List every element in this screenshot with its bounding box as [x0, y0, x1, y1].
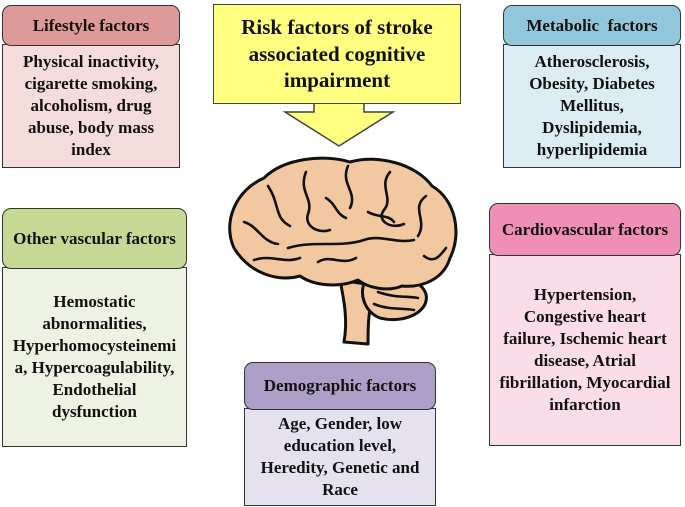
lifestyle-factors-list: Physical inactivity, cigarette smoking, …: [23, 51, 159, 160]
other-vascular-factors-box: Hemostatic abnormalities, Hyperhomocyste…: [2, 267, 187, 447]
cardiovascular-factors-title: Cardiovascular factors: [501, 219, 669, 239]
other-vascular-factors-title: Other vascular factors: [13, 228, 176, 248]
metabolic-factors-title: Metabolic factors: [526, 15, 658, 35]
lifestyle-factors-header: Lifestyle factors: [2, 5, 180, 46]
diagram-title: Risk factors of stroke associated cognit…: [213, 4, 461, 104]
cardiovascular-factors-header: Cardiovascular factors: [489, 203, 681, 256]
cardiovascular-factors-box: Hypertension, Congestive heart failure, …: [489, 254, 681, 446]
metabolic-factors-list: Atherosclerosis, Obesity, Diabetes Melli…: [529, 51, 655, 160]
cardiovascular-factors-list: Hypertension, Congestive heart failure, …: [499, 284, 671, 415]
demographic-factors-list: Age, Gender, low education level, Heredi…: [260, 413, 420, 500]
other-vascular-factors-header: Other vascular factors: [2, 208, 187, 269]
lifestyle-factors-box: Physical inactivity, cigarette smoking, …: [2, 44, 180, 168]
metabolic-factors-box: Atherosclerosis, Obesity, Diabetes Melli…: [503, 44, 681, 168]
demographic-factors-box: Age, Gender, low education level, Heredi…: [244, 408, 436, 506]
brain-icon: [228, 156, 458, 346]
metabolic-factors-header: Metabolic factors: [503, 5, 681, 46]
lifestyle-factors-title: Lifestyle factors: [32, 15, 150, 35]
other-vascular-factors-list: Hemostatic abnormalities, Hyperhomocyste…: [12, 291, 177, 422]
demographic-factors-title: Demographic factors: [263, 376, 417, 396]
diagram-title-text: Risk factors of stroke associated cognit…: [241, 14, 433, 93]
demographic-factors-header: Demographic factors: [244, 362, 436, 410]
